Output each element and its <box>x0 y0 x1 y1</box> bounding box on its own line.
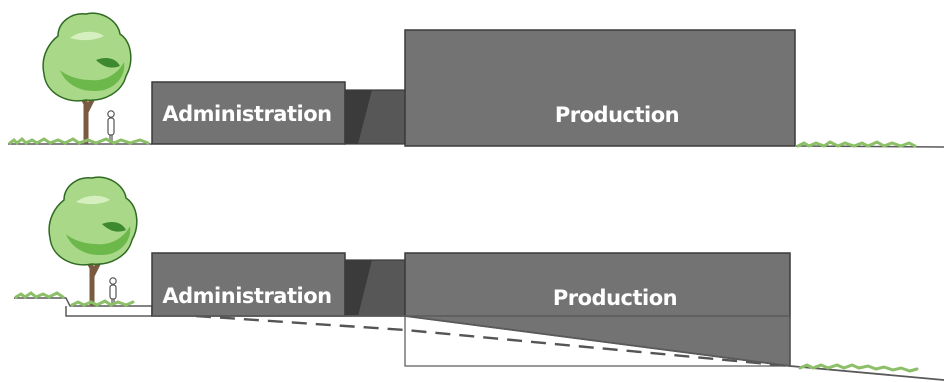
production-building <box>404 29 796 147</box>
tree-icon <box>42 12 132 145</box>
lower-section: Administration Production <box>14 176 945 381</box>
original-ground-dashed-line <box>195 314 791 368</box>
sloped-ground-line <box>152 315 945 381</box>
administration-label: Administration <box>162 102 331 126</box>
administration-label: Administration <box>162 284 331 308</box>
production-below-grade-outline <box>404 315 791 367</box>
tree-icon <box>48 176 138 307</box>
production-label: Production <box>555 103 679 127</box>
production-label: Production <box>553 286 677 310</box>
grass <box>14 291 135 307</box>
upper-section: Administration Production <box>8 12 945 148</box>
ground-line <box>8 136 945 148</box>
administration-building <box>151 81 346 145</box>
person-icon <box>107 110 115 143</box>
grass <box>798 363 919 373</box>
raised-ground <box>14 297 153 317</box>
